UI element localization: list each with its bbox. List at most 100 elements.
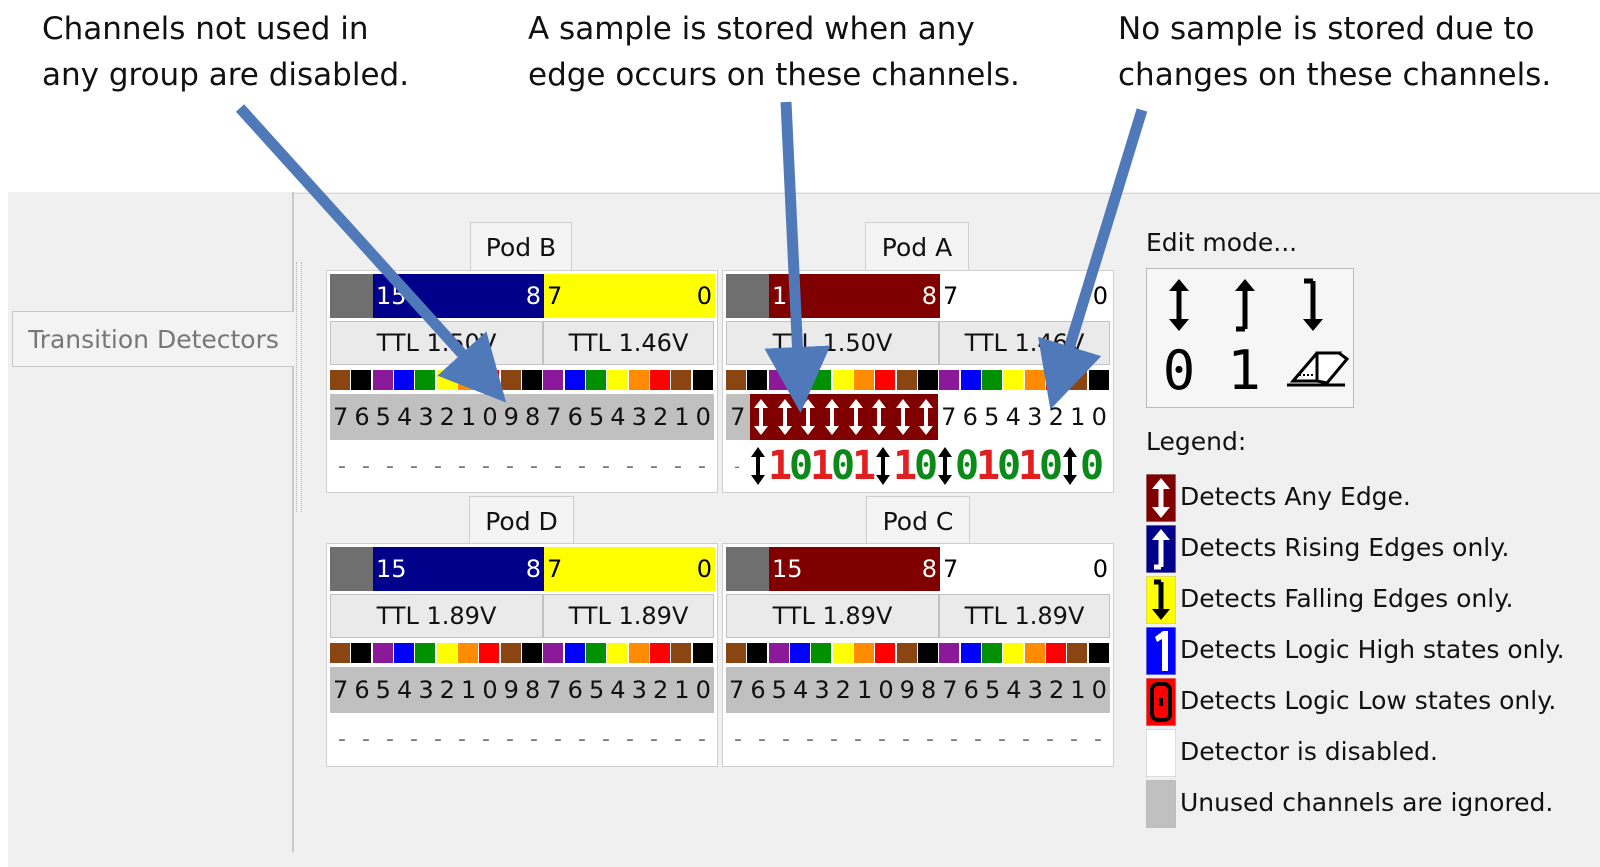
- any-edge-icon[interactable]: [847, 397, 865, 437]
- detector-disabled-cell[interactable]: -: [506, 726, 514, 752]
- detector-disabled-cell[interactable]: -: [626, 726, 634, 752]
- detector-disabled-cell[interactable]: -: [1046, 726, 1054, 752]
- any-edge-icon[interactable]: [935, 445, 955, 487]
- threshold-low-button[interactable]: TTL 1.89V: [543, 594, 714, 638]
- detector-disabled-cell[interactable]: -: [878, 726, 886, 752]
- detector-disabled-cell[interactable]: -: [578, 453, 586, 479]
- detector-disabled-cell[interactable]: -: [602, 453, 610, 479]
- logic-low-detector[interactable]: 0: [997, 443, 1022, 489]
- detector-disabled-cell[interactable]: -: [386, 726, 394, 752]
- detector-disabled-cell[interactable]: -: [1022, 726, 1030, 752]
- falling-edge-tool[interactable]: [1299, 278, 1327, 331]
- any-edge-icon[interactable]: [873, 445, 893, 487]
- any-edge-tool[interactable]: [1165, 279, 1193, 331]
- logic-low-detector[interactable]: 0: [955, 443, 980, 489]
- detector-disabled-cell[interactable]: -: [626, 453, 634, 479]
- detector-disabled-cell[interactable]: -: [338, 726, 346, 752]
- tab-pod-d[interactable]: Pod D: [469, 496, 574, 546]
- detector-disabled-cell[interactable]: -: [926, 726, 934, 752]
- detector-disabled-cell[interactable]: -: [698, 453, 706, 479]
- logic-high-detector[interactable]: 1: [768, 443, 793, 489]
- detector-disabled-cell[interactable]: -: [806, 726, 814, 752]
- threshold-low-button[interactable]: TTL 1.46V: [543, 321, 714, 365]
- tab-pod-c[interactable]: Pod C: [866, 496, 970, 546]
- detector-disabled-cell[interactable]: -: [650, 726, 658, 752]
- logic-low-detector[interactable]: 0: [914, 443, 939, 489]
- threshold-high-button[interactable]: TTL 1.50V: [330, 321, 543, 365]
- detector-disabled-cell[interactable]: -: [386, 453, 394, 479]
- detector-disabled-cell[interactable]: -: [734, 726, 742, 752]
- detector-disabled-cell[interactable]: -: [482, 453, 490, 479]
- tab-transition-detectors[interactable]: Transition Detectors: [12, 311, 294, 367]
- any-edge-icon[interactable]: [894, 397, 912, 437]
- logic-high-detector[interactable]: 1: [810, 443, 835, 489]
- logic-high-detector[interactable]: 1: [976, 443, 1001, 489]
- threshold-high-button[interactable]: TTL 1.89V: [726, 594, 939, 638]
- detector-disabled-cell[interactable]: -: [1094, 726, 1102, 752]
- any-edge-icon[interactable]: [870, 397, 888, 437]
- detector-disabled-cell[interactable]: -: [530, 726, 538, 752]
- tab-pod-b[interactable]: Pod B: [470, 222, 572, 272]
- detector-disabled-cell[interactable]: -: [554, 726, 562, 752]
- detector-disabled-cell[interactable]: -: [410, 453, 418, 479]
- detector-disabled-cell[interactable]: -: [338, 453, 346, 479]
- detector-disabled-cell[interactable]: -: [1070, 726, 1078, 752]
- detector-disabled-cell[interactable]: -: [674, 726, 682, 752]
- detector-disabled-cell[interactable]: -: [902, 726, 910, 752]
- detector-disabled-cell[interactable]: -: [650, 453, 658, 479]
- eraser-tool[interactable]: [1287, 351, 1350, 387]
- any-edge-icon[interactable]: [752, 397, 770, 437]
- detector-disabled-cell[interactable]: -: [782, 726, 790, 752]
- logic-high-detector[interactable]: 1: [1018, 443, 1043, 489]
- detector-disabled-cell[interactable]: -: [434, 726, 442, 752]
- logic-low-detector[interactable]: 0: [789, 443, 814, 489]
- logic-low-detector[interactable]: 0: [1039, 443, 1064, 489]
- detector-disabled-cell[interactable]: -: [482, 726, 490, 752]
- detector-disabled-cell[interactable]: -: [950, 726, 958, 752]
- detector-disabled-cell[interactable]: -: [758, 726, 766, 752]
- detector-disabled-cell[interactable]: -: [458, 726, 466, 752]
- detector-disabled-cell[interactable]: -: [998, 726, 1006, 752]
- threshold-high-button[interactable]: TTL 1.89V: [330, 594, 543, 638]
- detector-disabled-cell[interactable]: -: [698, 726, 706, 752]
- any-edge-icon[interactable]: [748, 445, 768, 487]
- logic-high-detector[interactable]: 1: [893, 443, 918, 489]
- detector-disabled-cell[interactable]: -: [734, 456, 740, 476]
- any-edge-icon[interactable]: [917, 397, 935, 437]
- detector-disabled-cell[interactable]: -: [554, 453, 562, 479]
- detector-row[interactable]: ----------------: [330, 716, 714, 762]
- detector-disabled-cell[interactable]: -: [854, 726, 862, 752]
- logic-low-tool[interactable]: 0: [1163, 339, 1196, 402]
- detector-disabled-cell[interactable]: -: [578, 726, 586, 752]
- logic-low-detector[interactable]: 0: [1080, 443, 1105, 489]
- tab-pod-a[interactable]: Pod A: [865, 222, 969, 272]
- detector-disabled-cell[interactable]: -: [434, 453, 442, 479]
- any-edge-icon[interactable]: [1060, 445, 1080, 487]
- detector-disabled-cell[interactable]: -: [362, 726, 370, 752]
- detector-disabled-cell[interactable]: -: [506, 453, 514, 479]
- threshold-high-button[interactable]: TTL 1.50V: [726, 321, 939, 365]
- splitter-handle[interactable]: [296, 262, 302, 512]
- detector-row[interactable]: ----------------: [330, 443, 714, 489]
- threshold-low-button[interactable]: TTL 1.46V: [939, 321, 1110, 365]
- detector-disabled-cell[interactable]: -: [410, 726, 418, 752]
- detector-disabled-cell[interactable]: -: [602, 726, 610, 752]
- any-edge-icon[interactable]: [776, 397, 794, 437]
- any-edge-channels-block[interactable]: [749, 394, 938, 440]
- logic-high-tool[interactable]: 1: [1228, 339, 1262, 402]
- detector-disabled-cell[interactable]: -: [674, 453, 682, 479]
- logic-high-detector[interactable]: 1: [852, 443, 877, 489]
- detector-disabled-cell[interactable]: -: [830, 726, 838, 752]
- detector-row[interactable]: ----------------: [726, 716, 1110, 762]
- detector-disabled-cell[interactable]: -: [458, 453, 466, 479]
- any-edge-icon[interactable]: [823, 397, 841, 437]
- any-edge-icon[interactable]: [799, 397, 817, 437]
- detector-disabled-cell[interactable]: -: [530, 453, 538, 479]
